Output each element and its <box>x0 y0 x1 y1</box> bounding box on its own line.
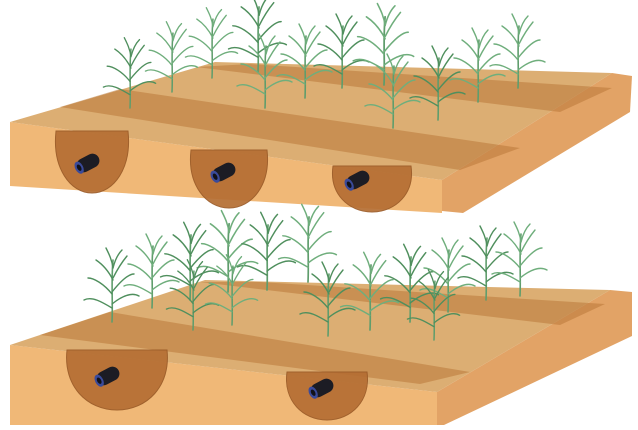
corn-plant-icon <box>238 212 296 290</box>
corn-plant-icon <box>492 222 547 296</box>
upper-soil-block <box>10 0 632 213</box>
corn-plant-icon <box>229 0 287 72</box>
lower-soil-block <box>10 204 632 425</box>
corn-plant-icon <box>279 204 337 282</box>
